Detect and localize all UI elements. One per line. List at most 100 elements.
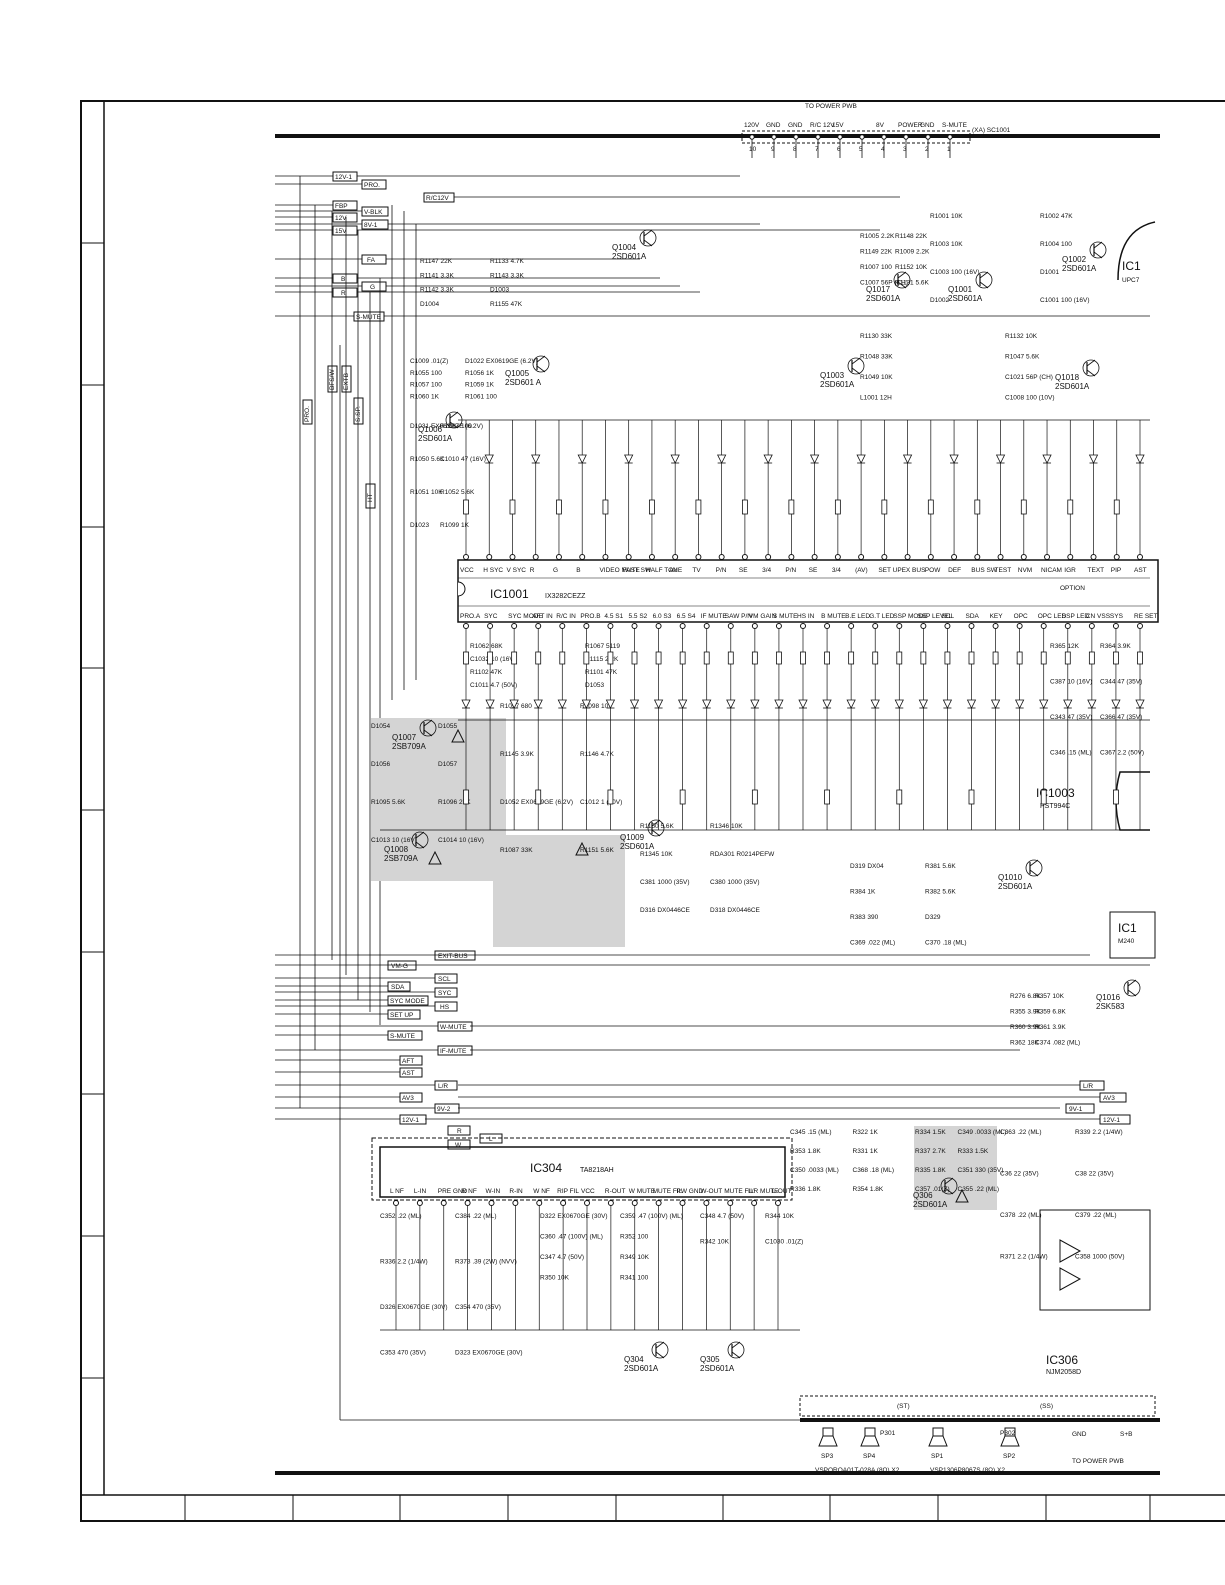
ic304-pin-dot [655, 1200, 662, 1206]
ic1001-bottom-pin: SSP LEVEL [917, 613, 952, 620]
component-label: R349 10K [620, 1254, 650, 1261]
ic1001-top-pin: PIP [1111, 567, 1121, 574]
component-label: C367 2.2 (50V) [1100, 750, 1144, 757]
ic1001-option: OPTION [1060, 585, 1085, 592]
tag-v-blk: V-BLK [364, 209, 383, 216]
diode [484, 454, 494, 464]
tag-15v: 15V [335, 228, 347, 235]
resistor [974, 499, 981, 515]
component-label: D1056 [371, 761, 391, 768]
tag-sda: SDA [391, 984, 405, 991]
connector-pin-label: S-MUTE [942, 122, 968, 129]
transistor-ref: Q1017 [866, 285, 891, 294]
resistor [487, 651, 493, 665]
connector-pin [925, 134, 931, 140]
component-label: R322 1K [853, 1129, 879, 1136]
component-label: R1115 2.2K [585, 656, 619, 663]
ic1001-top-pin: HALF TONE [646, 567, 683, 574]
ic1001-top-pin: B [576, 567, 580, 574]
speaker-label: SP1 [931, 1453, 944, 1460]
connector-p301: P301 [880, 1430, 896, 1437]
diode [1088, 454, 1099, 464]
ic1001-bottom-pin: S MUTE [773, 613, 798, 620]
speaker-cone [860, 1435, 880, 1447]
transistor-symbol [639, 229, 657, 247]
ic304-pin: VCC [581, 1188, 595, 1195]
diode [774, 699, 784, 709]
component-label: C354 470 (35V) [455, 1304, 501, 1311]
resistor [1113, 789, 1119, 805]
component-label: C1012 1 (50V) [580, 799, 622, 806]
transistor-emitter [536, 365, 546, 373]
connector-pin-number: 7 [815, 146, 819, 153]
resistor [631, 651, 638, 665]
diode [750, 699, 760, 709]
component-label: D1031 EX0619GE (6.2V) [410, 423, 483, 430]
component-label: R1004 100 [1040, 241, 1072, 248]
ic304-pin: RIP FIL [557, 1188, 579, 1195]
transistor-collector [1086, 359, 1096, 367]
ic1001-bottom-pin: CN VSS [1086, 613, 1111, 620]
diode [995, 454, 1006, 464]
component-label: C363 .22 (ML) [1000, 1129, 1042, 1136]
component-label: D1022 EX0619GE (6.2V) [465, 358, 538, 365]
ic1001-pin-dot [679, 623, 686, 629]
sp-part-left: VSPOROA01T-028A (8Ω) X2 [815, 1467, 900, 1474]
component-label: R276 6.8K [1010, 993, 1041, 1000]
ic1001-top-pin: P/N [716, 567, 727, 574]
component-label: C1003 100 (16V) [930, 269, 980, 276]
component-label: C381 1000 (35V) [640, 879, 690, 886]
component-label: C360 .47 (100V) (ML) [540, 1234, 603, 1241]
ic304-pin: W NF [533, 1188, 550, 1195]
partial-ics: IC1 UPC7 IC1 M240 [1109, 221, 1156, 959]
transistor-ref: Q1004 [612, 243, 637, 252]
ic1001-pin-dot [535, 623, 542, 629]
ic1001-top-pin: 3/4 [832, 567, 841, 574]
component-label: R1003 10K [930, 241, 963, 248]
transistor-collector [651, 819, 661, 827]
component-label: R360 3.9K [1010, 1024, 1041, 1031]
ic1001-pin-dot [951, 554, 958, 560]
component-label: C357 .01(Z) [915, 1186, 950, 1193]
top-connector: TO POWER PWB (XA) SC1001 120V10GND9GND8R… [741, 103, 1011, 158]
transistor-symbol [893, 271, 911, 289]
ic1001-pin-dot [741, 554, 748, 560]
component-label: C387 10 (16V) [1050, 679, 1092, 686]
diode [966, 699, 977, 709]
component-label: C370 .18 (ML) [925, 940, 967, 947]
ic1001-bottom-pin: SSP LED [1062, 613, 1090, 620]
resistor [679, 651, 686, 665]
tag-l-audio: L [489, 1136, 493, 1143]
component-label: D1053 [585, 682, 605, 689]
diode [1087, 699, 1097, 709]
transistor-symbol [647, 819, 665, 837]
rtag-av3: AV3 [1103, 1095, 1115, 1102]
ic1001-pin-dot [848, 623, 855, 629]
ic1001-pin-dot [944, 623, 951, 629]
resistor [896, 651, 903, 665]
ic306: IC306 NJM2058D [1039, 1209, 1151, 1376]
component-label: D318 DX0446CE [710, 907, 761, 914]
ic1001-bottom-pin: SYC [484, 613, 498, 620]
transistor-symbol [940, 1177, 958, 1195]
ic1001-pin-dot [1040, 623, 1047, 629]
component-label: R362 18K [1010, 1040, 1040, 1047]
component-label: R1049 10K [860, 374, 893, 381]
component-label: R382 5.6K [925, 889, 956, 896]
component-label: C1007 56P (CH) [860, 280, 908, 287]
speaker-cone [1000, 1435, 1020, 1447]
ic1001-pin-dot [1088, 623, 1095, 629]
transistor-collector [415, 831, 425, 839]
component-label: R355 3.9K [1010, 1009, 1041, 1016]
component-label: R361 3.9K [1035, 1024, 1066, 1031]
resistor [463, 499, 469, 515]
resistor [872, 651, 879, 665]
component-label: R1001 10K [930, 213, 963, 220]
transistor-collector [643, 229, 653, 237]
ic1001-pin-dot [1067, 554, 1074, 560]
tag-vm-g: VM-G [391, 963, 408, 970]
ic1001-pin-dot [559, 623, 566, 629]
